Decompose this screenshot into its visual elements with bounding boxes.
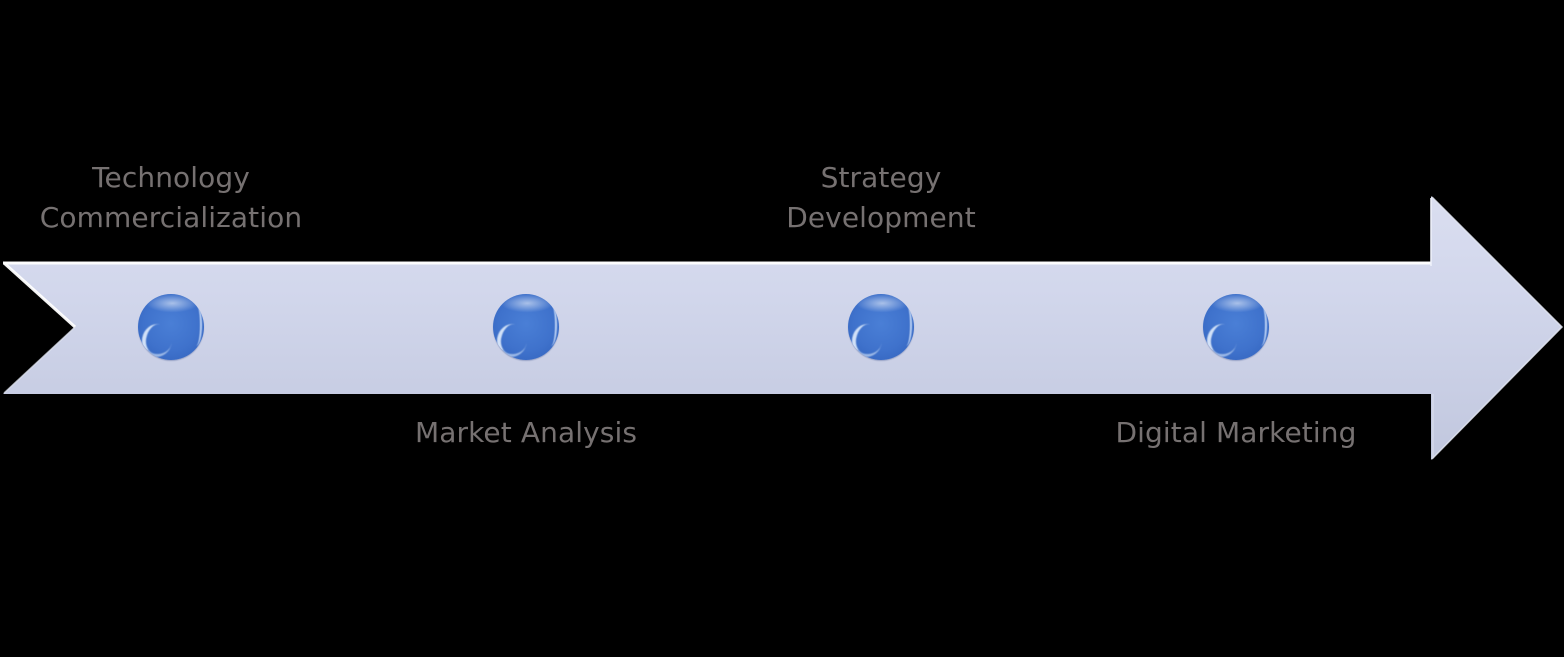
milestone-dot-strategy-development bbox=[848, 294, 914, 360]
label-line: Strategy bbox=[820, 161, 942, 194]
milestone-label-market-analysis: Market Analysis bbox=[415, 413, 637, 453]
label-line: Commercialization bbox=[39, 201, 303, 234]
milestone-dot-market-analysis bbox=[493, 294, 559, 360]
label-line: Market Analysis bbox=[414, 416, 638, 449]
label-line: Digital Marketing bbox=[1115, 416, 1357, 449]
label-line: Technology bbox=[92, 161, 250, 194]
milestone-label-technology-commercialization: Technology Commercialization bbox=[40, 158, 302, 238]
milestone-label-digital-marketing: Digital Marketing bbox=[1116, 413, 1357, 453]
milestone-dot-technology-commercialization bbox=[138, 294, 204, 360]
milestone-label-strategy-development: Strategy Development bbox=[786, 158, 976, 238]
milestone-dot-digital-marketing bbox=[1203, 294, 1269, 360]
label-line: Development bbox=[786, 201, 976, 234]
notch-highlight bbox=[2, 261, 77, 329]
